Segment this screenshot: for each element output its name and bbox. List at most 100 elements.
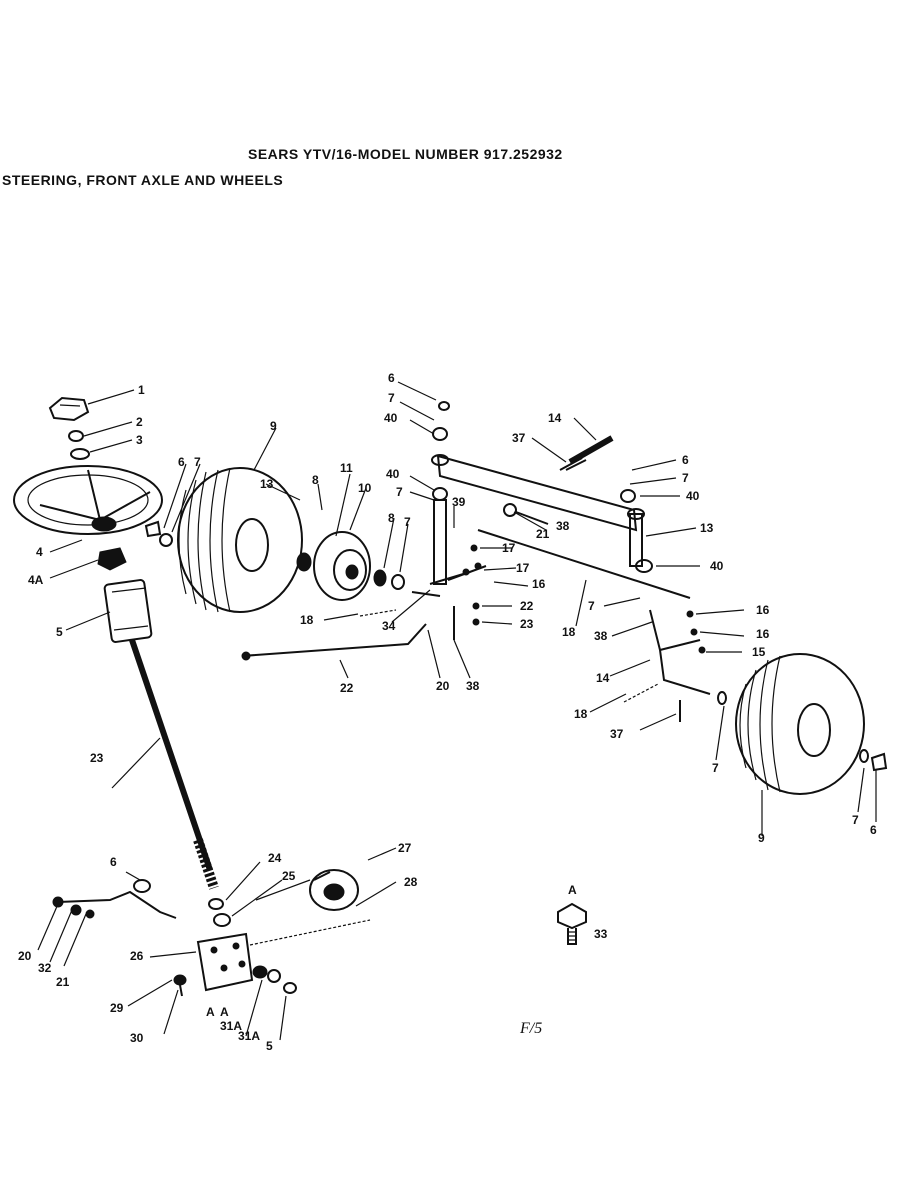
- callout-label: 4A: [28, 573, 44, 587]
- washer-part-7-right: [717, 691, 727, 705]
- callout-label: 8: [312, 473, 319, 487]
- callout-label: 29: [110, 1001, 124, 1015]
- callout-label: 15: [752, 645, 766, 659]
- callout-label: 38: [556, 519, 570, 533]
- callout-label: 7: [682, 471, 689, 485]
- callout-label: 33: [594, 927, 608, 941]
- drag-link-part-lower: [52, 890, 177, 919]
- callout-label: 26: [130, 949, 144, 963]
- callout-label: 13: [700, 521, 714, 535]
- callout-label: 37: [610, 727, 624, 741]
- axle-part-13: [431, 454, 645, 567]
- callout-label: 27: [398, 841, 412, 855]
- cap-part-6-left: [144, 520, 173, 547]
- callout-label: 38: [594, 629, 608, 643]
- callout-label: A: [206, 1005, 215, 1019]
- callout-label: 7: [712, 761, 719, 775]
- callout-label: 34: [382, 619, 396, 633]
- callout-label: 20: [436, 679, 450, 693]
- washer-part-25: [208, 898, 224, 910]
- callout-label: 5: [266, 1039, 273, 1053]
- washer-part-7-left: [391, 574, 405, 590]
- callout-label: 18: [574, 707, 588, 721]
- callout-label: 4: [36, 545, 43, 559]
- callout-label: 5: [56, 625, 63, 639]
- leader-lines: [37, 381, 877, 1041]
- callout-label: 23: [90, 751, 104, 765]
- callout-label: 6: [870, 823, 877, 837]
- washers-right-40: [620, 489, 653, 573]
- callout-label: 24: [268, 851, 282, 865]
- callout-label: 10: [358, 481, 372, 495]
- callout-label: 18: [562, 625, 576, 639]
- washer-part-3: [70, 448, 90, 460]
- steering-wheel-part: [13, 465, 163, 535]
- steering-cap-part: [48, 396, 90, 422]
- tire-left-part: [177, 467, 303, 613]
- callout-label: 25: [282, 869, 296, 883]
- callout-label: 2: [136, 415, 143, 429]
- callout-label: 9: [270, 419, 277, 433]
- bearing-part-8: [373, 569, 387, 587]
- tie-rod-part-18: [477, 529, 691, 599]
- hardware-group-17: [470, 544, 706, 654]
- callout-label: 21: [56, 975, 70, 989]
- callout-label: 31A: [238, 1029, 260, 1043]
- cap-part-6-right: [859, 749, 888, 772]
- callout-label: 13: [260, 477, 274, 491]
- callout-label: 6: [110, 855, 117, 869]
- bearing-part-12: [296, 552, 312, 572]
- callout-label: 7: [194, 455, 201, 469]
- washers-left-40: [432, 401, 450, 501]
- nut-part-32: [252, 965, 281, 983]
- steering-plate-part: [196, 932, 254, 992]
- steering-shaft-part: [129, 639, 219, 890]
- callout-label: 40: [686, 489, 700, 503]
- callout-label: 8: [388, 511, 395, 525]
- cotter-pins-19: [359, 609, 659, 703]
- sector-gear-part: [309, 869, 359, 911]
- callout-label: 37: [512, 431, 526, 445]
- nut-part-6-lower: [133, 879, 151, 893]
- callout-label: 6: [682, 453, 689, 467]
- model-title: SEARS YTV/16-MODEL NUMBER 917.252932: [248, 146, 563, 162]
- callout-label: 3: [136, 433, 143, 447]
- callout-label: 7: [396, 485, 403, 499]
- callout-label: 7: [404, 515, 411, 529]
- bolt-part-37: [503, 503, 549, 525]
- callout-label: 18: [300, 613, 314, 627]
- callout-label: 14: [596, 671, 610, 685]
- bolts-38: [453, 606, 681, 722]
- callout-labels: 1 2 3 4 4A 5 6 7 9 13 8 11 10 8 7 6 7 40…: [18, 371, 877, 1053]
- callout-label: 30: [130, 1031, 144, 1045]
- callout-label: 28: [404, 875, 418, 889]
- tire-right-part: [735, 653, 865, 795]
- callout-label: 17: [502, 541, 516, 555]
- callout-label: 20: [18, 949, 32, 963]
- callout-label: 1: [138, 383, 145, 397]
- pivot-bolt-part-14: [559, 435, 614, 471]
- callout-label: 23: [520, 617, 534, 631]
- callout-label: 22: [520, 599, 534, 613]
- callout-label: 39: [452, 495, 466, 509]
- callout-label: 21: [536, 527, 550, 541]
- bushing-part-5: [103, 579, 153, 643]
- callout-label: 17: [516, 561, 530, 575]
- callout-label: 38: [466, 679, 480, 693]
- hub-part-10: [313, 531, 371, 601]
- nut-part-6-small: [283, 982, 297, 994]
- adapter-part-4a: [97, 547, 127, 571]
- callout-label: 9: [758, 831, 765, 845]
- callout-label: 31A: [220, 1019, 242, 1033]
- bearing-part-26: [213, 913, 231, 927]
- callout-label: 16: [756, 603, 770, 617]
- callout-label: 6: [178, 455, 185, 469]
- callout-label: 11: [340, 461, 353, 475]
- spindle-left-part: [411, 499, 471, 597]
- page-code: F/5: [520, 1020, 543, 1037]
- callout-label: 40: [384, 411, 398, 425]
- section-title: STEERING, FRONT AXLE AND WHEELS: [2, 172, 284, 188]
- bolt-part-30: [173, 974, 187, 997]
- callout-label: 14: [548, 411, 562, 425]
